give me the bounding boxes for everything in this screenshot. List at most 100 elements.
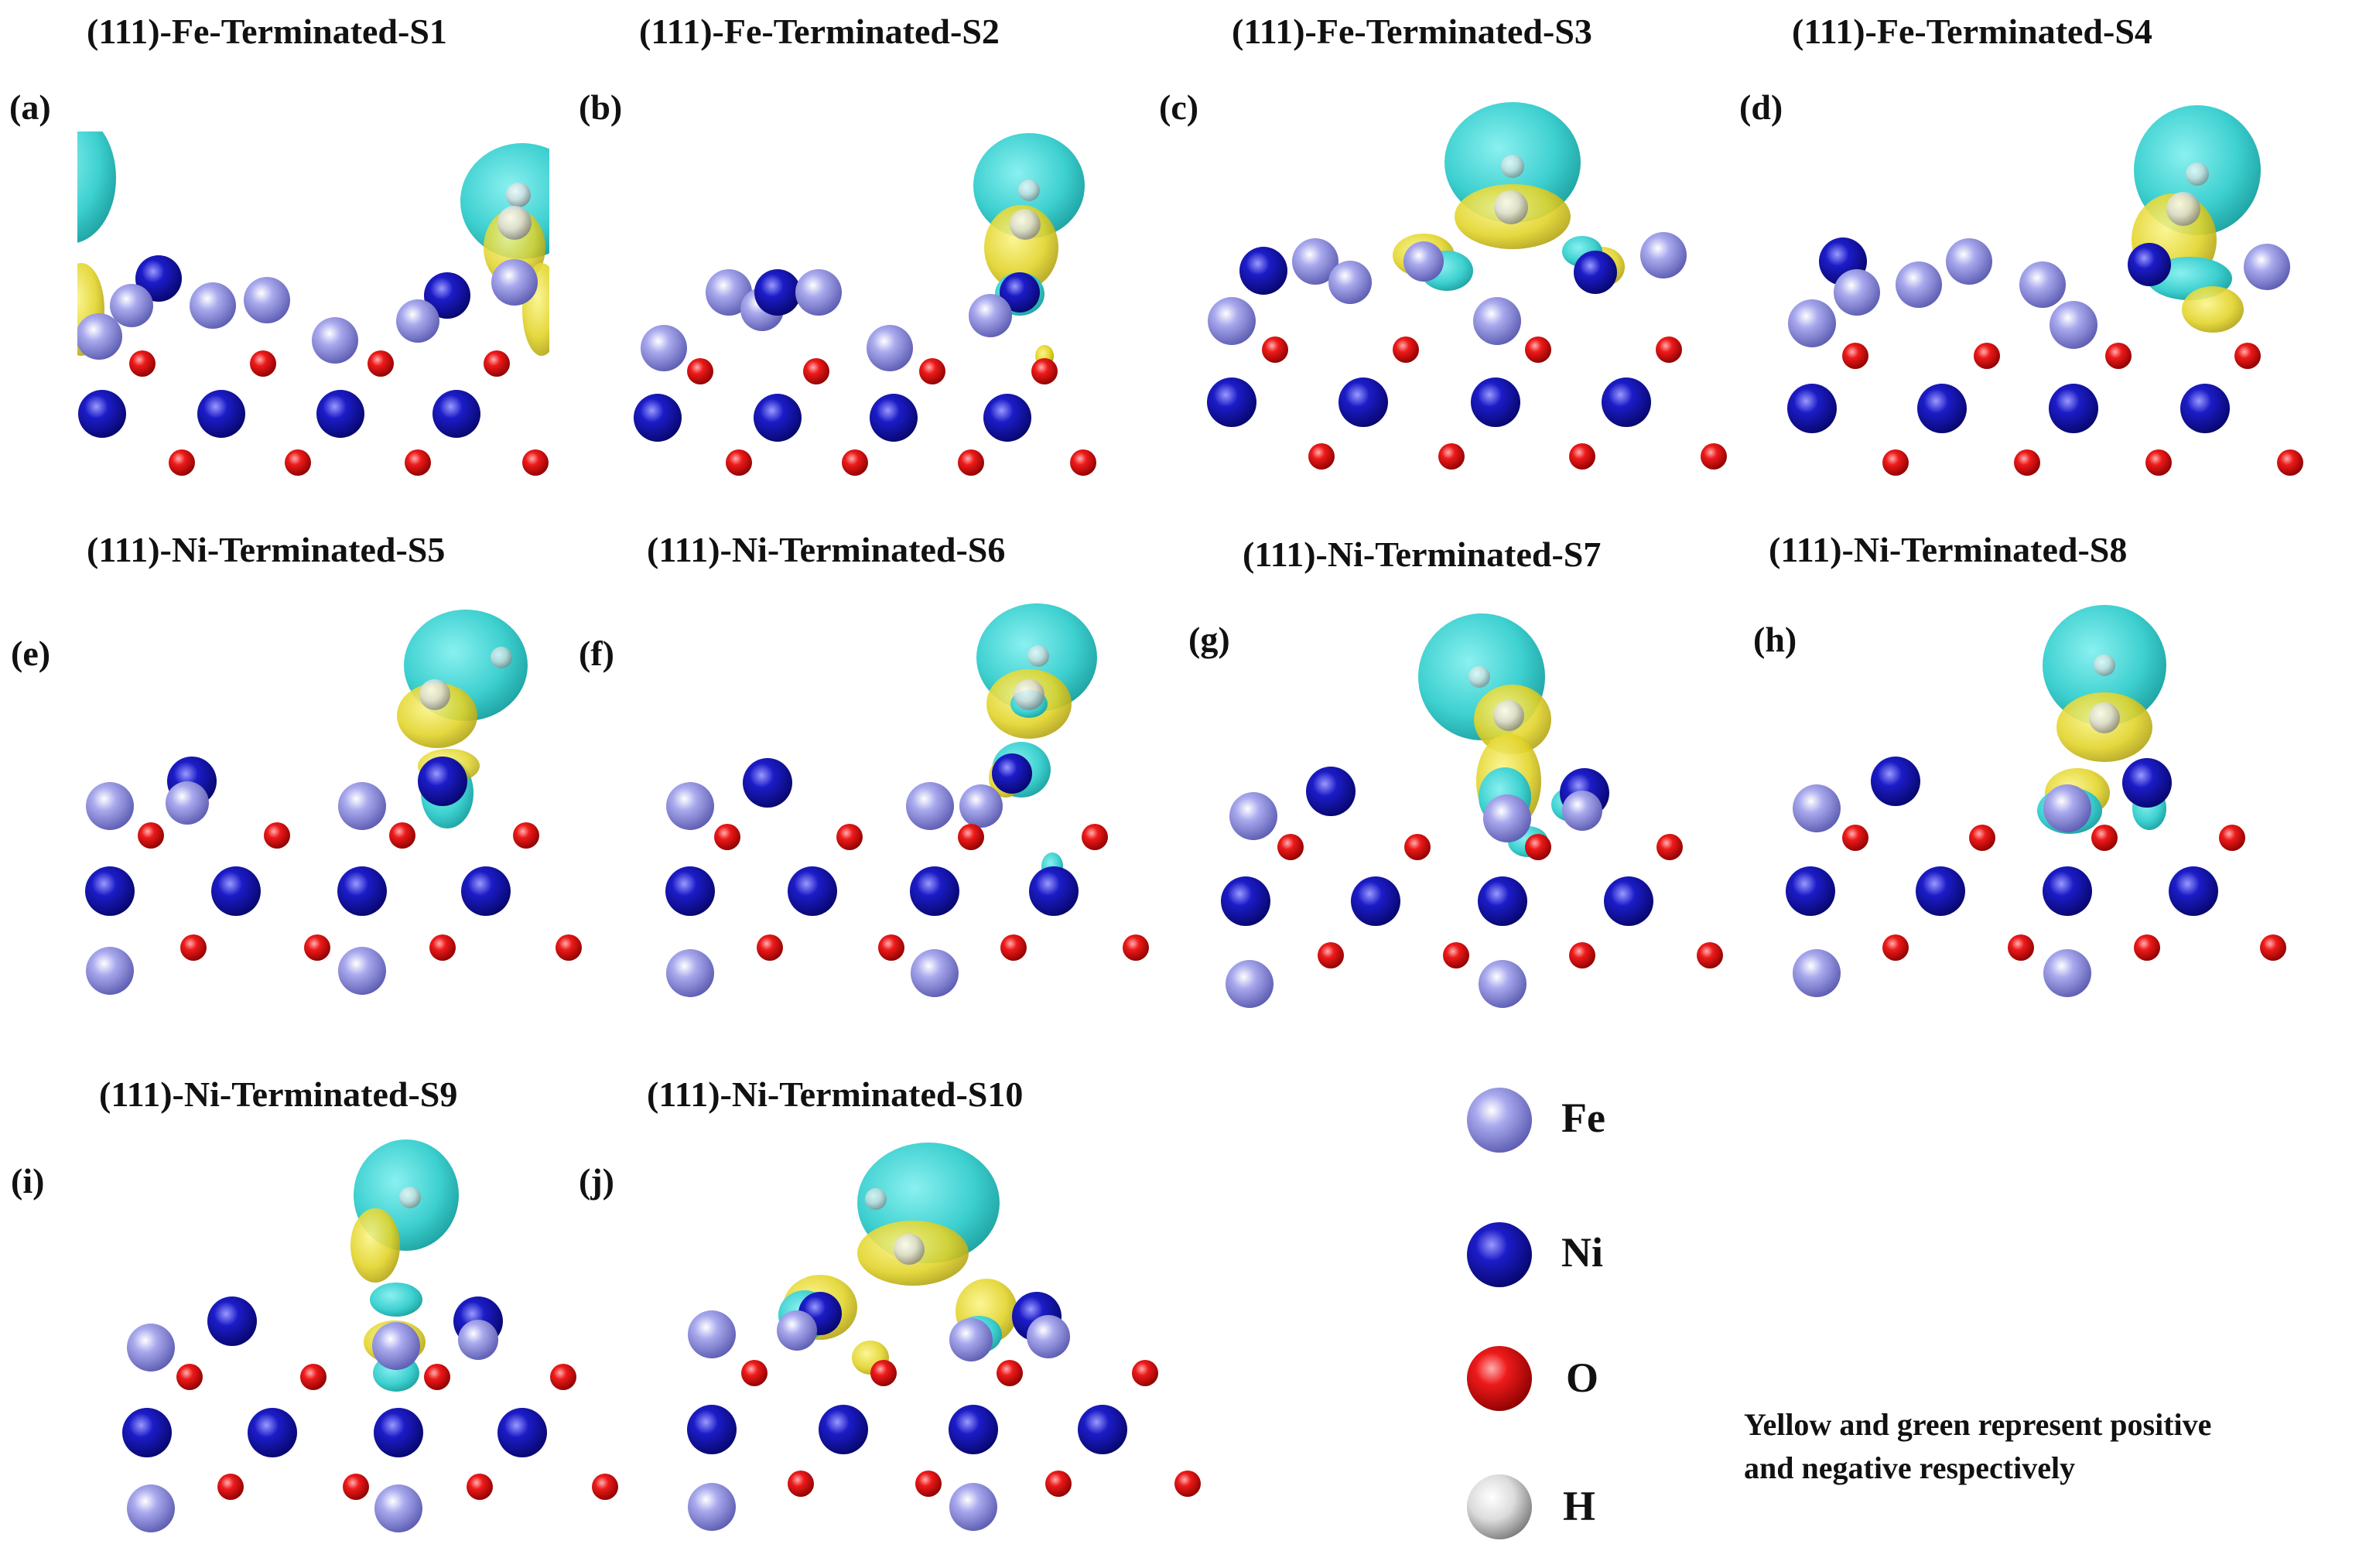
atom-fe [2050,301,2097,349]
scene-c [1207,102,1727,470]
scene-j [687,1143,1201,1531]
atom-o [1404,834,1431,860]
scene-a [77,132,549,476]
atom-h [1501,155,1524,178]
isosurface-negative [370,1283,422,1317]
legend-h-swatch [1467,1474,1532,1539]
atom-fe [1027,1315,1070,1358]
atom-o [878,934,904,961]
atom-o [368,350,394,377]
atom-fe [1793,949,1841,997]
atom-fe [969,294,1012,337]
panel-title-j: (111)-Ni-Terminated-S10 [647,1074,1024,1114]
atom-o [250,350,276,377]
atom-o [915,1471,942,1497]
panel-title-f: (111)-Ni-Terminated-S6 [647,530,1006,569]
atom-o [1974,343,2000,369]
atom-ni [743,758,792,808]
atom-o [592,1474,618,1500]
atom-fe [1229,792,1277,840]
atom-o [1031,358,1058,384]
atom-h [419,679,450,710]
atom-o [919,358,945,384]
atom-o [1656,834,1683,860]
atom-ni [2122,758,2172,808]
atom-ni [634,394,682,442]
atom-fe [2019,261,2066,308]
panel-letter-e: (e) [11,634,51,673]
atom-fe [458,1320,498,1360]
atom-ni [78,390,126,438]
atom-h [399,1187,421,1208]
atom-o [2105,343,2132,369]
atom-h [1014,679,1044,710]
atom-o [726,449,752,476]
atom-o [2091,825,2118,851]
atom-o [1525,336,1551,363]
atom-o [176,1364,203,1390]
atom-o [405,449,431,476]
panel-title-e: (111)-Ni-Terminated-S5 [87,530,446,569]
atom-fe [1946,238,1992,285]
atom-fe [338,947,386,995]
atom-o [1569,942,1595,968]
atom-ni [2049,384,2098,433]
atom-o [264,822,290,849]
atom-ni [1604,876,1653,926]
legend-o-label: O [1566,1354,1599,1401]
atom-ni [1078,1405,1127,1454]
atom-ni [910,866,959,916]
atom-o [2277,449,2303,476]
atom-h [1494,190,1528,224]
atom-fe [338,782,386,830]
legend-ni-label: Ni [1561,1229,1603,1276]
color-note: Yellow and green represent positive and … [1744,1403,2359,1490]
isosurface-positive [2182,286,2244,333]
atom-fe [166,781,209,825]
atom-o [1277,834,1304,860]
atom-o [757,934,783,961]
color-note-line1: Yellow and green represent positive [1744,1407,2212,1442]
panel-letter-a: (a) [9,87,51,127]
atom-fe [2043,949,2091,997]
atom-ni [424,272,470,319]
atom-ni [122,1408,172,1457]
atom-h [894,1234,925,1265]
atom-fe [374,1484,422,1532]
atom-o [1045,1471,1072,1497]
scene-b [634,133,1096,476]
isosurface-negative [77,132,116,243]
atom-fe [688,1483,736,1531]
atom-o [1882,934,1909,961]
atom-o [1525,834,1551,860]
atom-o [1318,942,1344,968]
atom-ni [665,866,715,916]
atom-o [803,358,829,384]
atom-o [424,1364,450,1390]
atom-ni [85,866,135,916]
atom-fe [1793,784,1841,832]
atom-ni [1306,767,1356,816]
atom-ni [211,866,261,916]
atom-o [958,824,984,850]
atom-o [1701,443,1727,470]
panel-title-a: (111)-Fe-Terminated-S1 [87,12,447,51]
atom-fe [1403,241,1444,282]
atom-ni [1916,866,1965,916]
atom-o [958,449,984,476]
atom-ni [1478,876,1527,926]
atom-ni [207,1296,257,1346]
atom-ni [1000,272,1040,313]
atom-o [788,1471,814,1497]
atom-fe [86,947,134,995]
atom-ni [949,1405,998,1454]
panel-title-g: (111)-Ni-Terminated-S7 [1243,535,1602,574]
scene-i [122,1139,618,1532]
panel-title-h: (111)-Ni-Terminated-S8 [1769,530,2128,569]
atom-o [1308,443,1335,470]
atom-fe [949,1318,993,1361]
atom-fe [777,1310,817,1351]
atom-ni [870,394,918,442]
atom-o [2134,934,2160,961]
color-note-line2: and negative respectively [1744,1450,2076,1485]
